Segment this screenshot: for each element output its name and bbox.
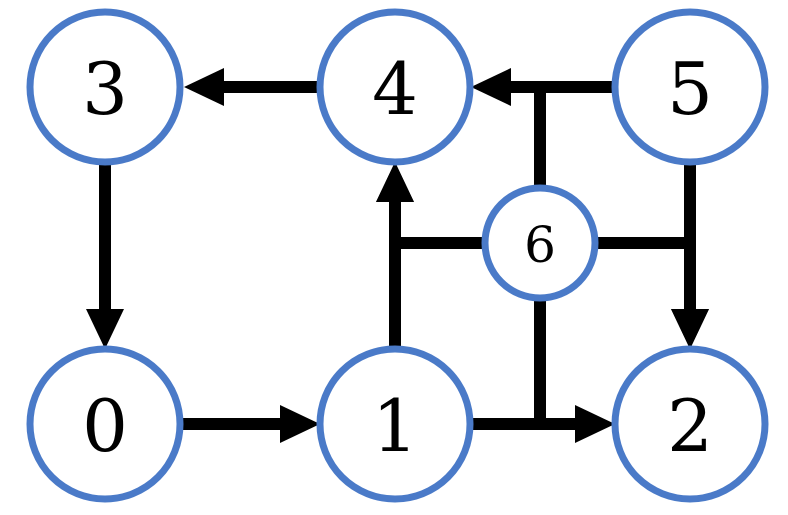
- graph-node-5[interactable]: 5: [611, 8, 769, 166]
- edge-3-to-0: [86, 162, 124, 349]
- node-circle[interactable]: [316, 345, 474, 503]
- edge-0-to-1: [180, 405, 320, 443]
- edge-5-to-4: [471, 68, 615, 106]
- node-circle[interactable]: [481, 184, 599, 302]
- node-label: 1: [372, 384, 418, 468]
- graph-node-3[interactable]: 3: [26, 8, 184, 166]
- graph-node-1[interactable]: 1: [316, 345, 474, 503]
- arrowhead-icon: [280, 405, 320, 443]
- arrowhead-icon: [575, 405, 615, 443]
- node-circle[interactable]: [26, 345, 184, 503]
- arrowhead-icon: [184, 68, 224, 106]
- node-label: 2: [667, 384, 713, 468]
- arrowhead-icon: [86, 309, 124, 349]
- edge-line: [389, 200, 485, 249]
- node-circle[interactable]: [316, 8, 474, 166]
- edge-line: [595, 237, 696, 311]
- arrowhead-icon: [376, 162, 414, 202]
- node-label: 5: [667, 47, 713, 131]
- node-label: 0: [82, 384, 128, 468]
- edge-4-to-3: [184, 68, 320, 106]
- node-label: 6: [524, 216, 556, 274]
- edge-1-to-2: [470, 405, 615, 443]
- node-circle[interactable]: [26, 8, 184, 166]
- graph-node-0[interactable]: 0: [26, 345, 184, 503]
- nodes-layer: 0 1 2 3 4 5 6: [26, 8, 769, 503]
- edge-6-to-4: [376, 162, 485, 249]
- node-label: 4: [372, 47, 418, 131]
- edges-layer: [86, 68, 709, 443]
- graph-node-4[interactable]: 4: [316, 8, 474, 166]
- node-label: 3: [82, 47, 128, 131]
- node-circle[interactable]: [611, 8, 769, 166]
- node-circle[interactable]: [611, 345, 769, 503]
- edge-5-to-2: [671, 162, 709, 349]
- arrowhead-icon: [471, 68, 511, 106]
- graph-node-2[interactable]: 2: [611, 345, 769, 503]
- arrowhead-icon: [671, 309, 709, 349]
- graph-node-6[interactable]: 6: [481, 184, 599, 302]
